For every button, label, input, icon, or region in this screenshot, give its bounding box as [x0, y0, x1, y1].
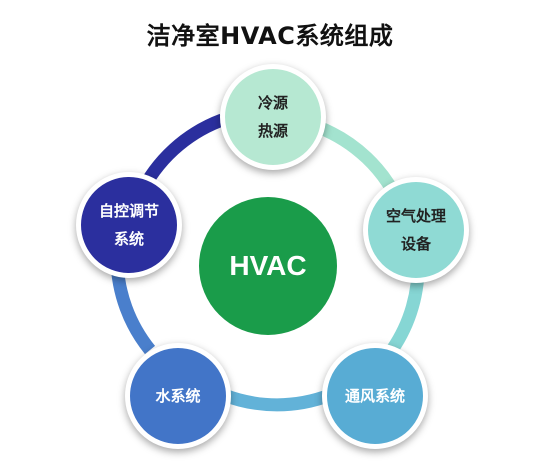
node-air-handling: 空气处理 设备 — [363, 177, 469, 283]
node-ventilation-system-label: 通风系统 — [344, 386, 405, 405]
node-cold-heat-source: 冷源 热源 — [220, 64, 326, 170]
node-water-system-label: 水系统 — [155, 386, 201, 405]
hvac-center-label: HVAC — [229, 250, 307, 281]
node-cold-heat-source-line-1: 冷源 — [257, 93, 288, 112]
node-water-system: 水系统 — [125, 343, 231, 449]
node-air-handling-line-2: 设备 — [400, 235, 431, 253]
node-automatic-control-line-1: 自控调节 — [98, 201, 159, 220]
node-automatic-control-line-2: 系统 — [113, 230, 144, 248]
ring-segment-vent-water — [221, 388, 333, 412]
hvac-center-circle: HVAC — [199, 197, 337, 335]
node-air-handling-line-1: 空气处理 — [385, 206, 446, 225]
node-automatic-control: 自控调节 系统 — [76, 172, 182, 278]
node-cold-heat-source-line-2: 热源 — [257, 122, 288, 140]
diagram-title: 洁净室HVAC系统组成 — [146, 22, 394, 50]
node-ventilation-system: 通风系统 — [322, 343, 428, 449]
